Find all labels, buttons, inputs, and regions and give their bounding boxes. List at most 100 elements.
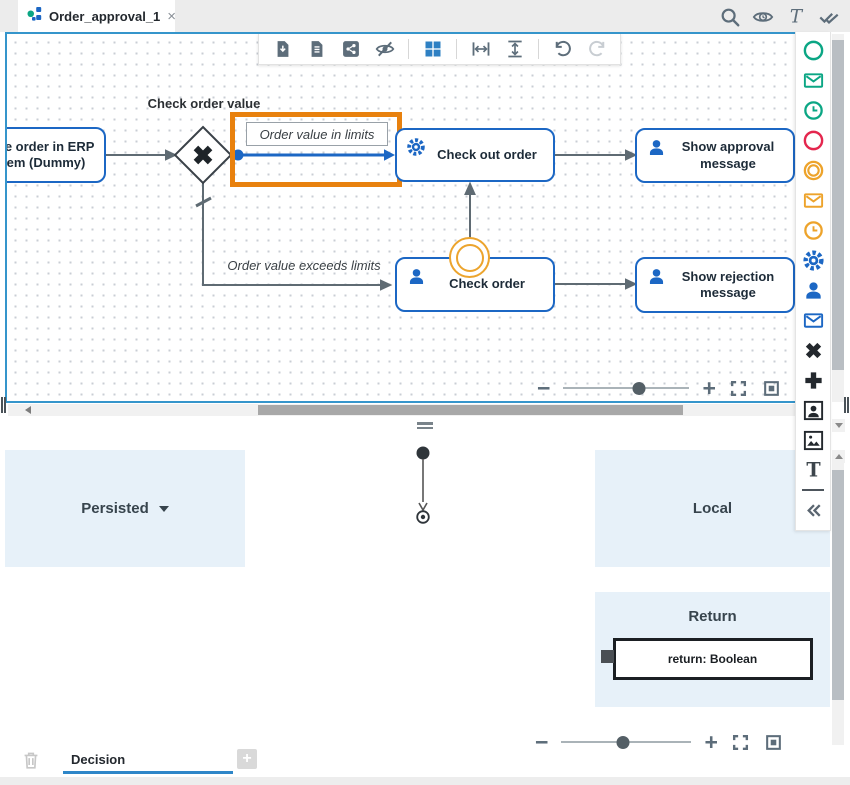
task-check-out-order-label: Check out order: [437, 146, 537, 162]
floating-toolbar: [258, 34, 621, 65]
text-tool-icon[interactable]: T: [783, 4, 809, 30]
user-task-person-icon: [646, 137, 667, 162]
left-resize-gripper[interactable]: [0, 392, 7, 418]
parallel-gateway-icon[interactable]: [798, 365, 828, 395]
header-icons: T: [717, 4, 842, 30]
persisted-dropdown[interactable]: Persisted: [5, 450, 245, 567]
boundary-intermediate-event[interactable]: [449, 237, 490, 278]
scroll-up-button[interactable]: [832, 450, 845, 463]
divider: [802, 489, 824, 491]
fit-width-icon[interactable]: [470, 39, 491, 60]
svg-text:T: T: [806, 459, 821, 482]
divider: [538, 39, 539, 59]
zoom-out-button[interactable]: −: [537, 375, 551, 401]
task-show-rejection-label: Show rejection message: [681, 268, 775, 300]
local-section: Local: [595, 450, 830, 567]
bottom-strip: [0, 777, 850, 785]
send-task-icon[interactable]: [798, 305, 828, 335]
search-icon[interactable]: [717, 4, 743, 30]
flow-gateway-to-check-order: [202, 183, 381, 286]
task-show-rejection[interactable]: Show rejection message: [635, 257, 795, 313]
persisted-label: Persisted: [81, 500, 149, 517]
tab-close-icon[interactable]: ×: [167, 7, 177, 25]
collapse-palette-icon[interactable]: [798, 495, 828, 525]
exclusive-gateway-icon[interactable]: [798, 335, 828, 365]
timer-start-event-icon[interactable]: [798, 95, 828, 125]
right-resize-gripper[interactable]: [843, 392, 850, 418]
canvas-zoom-controls: − +: [537, 375, 782, 401]
validate-icon[interactable]: [816, 4, 842, 30]
service-task-icon[interactable]: [798, 245, 828, 275]
export-download-icon[interactable]: [272, 39, 293, 60]
mapping-connector[interactable]: [408, 444, 438, 528]
panel-zoom-controls: − +: [535, 729, 784, 755]
tab-decision[interactable]: Decision: [63, 747, 233, 774]
zoom-slider[interactable]: [563, 381, 690, 395]
diagram-connectors: [106, 125, 638, 291]
tab-title: Order_approval_1: [49, 8, 161, 24]
panel-resize-handle[interactable]: [417, 422, 433, 430]
boundary-event-inner-ring: [455, 243, 484, 272]
flow-exceeds-limits-label[interactable]: Order value exceeds limits: [227, 258, 381, 273]
return-title: Return: [688, 608, 737, 625]
versions-preview-icon[interactable]: [750, 4, 776, 30]
scroll-left-button[interactable]: [22, 405, 34, 415]
default-flow-marker: [195, 196, 212, 208]
zoom-slider-handle[interactable]: [632, 381, 646, 395]
panel-vscrollbar-handle[interactable]: [832, 470, 844, 700]
zoom-slider[interactable]: [561, 735, 692, 749]
zoom-in-button[interactable]: +: [704, 729, 718, 755]
image-icon[interactable]: [798, 425, 828, 455]
zoom-in-button[interactable]: +: [702, 375, 716, 401]
task-create-order-label: Create order in ERP system (Dummy): [5, 138, 95, 170]
bpmn-canvas[interactable]: Check order value Order value in limits …: [5, 32, 831, 403]
add-tab-button[interactable]: +: [237, 749, 257, 769]
return-connector-port[interactable]: [601, 650, 614, 663]
task-check-order-label: Check order: [449, 276, 525, 292]
tab-decision-label: Decision: [71, 752, 126, 767]
fullscreen-icon[interactable]: [731, 732, 751, 752]
flow-in-limits-label[interactable]: Order value in limits: [246, 122, 388, 146]
start-event-icon[interactable]: [798, 35, 828, 65]
task-create-order[interactable]: Create order in ERP system (Dummy): [5, 127, 106, 183]
task-show-approval-label: Show approval message: [681, 139, 775, 171]
message-start-event-icon[interactable]: [798, 65, 828, 95]
fit-to-screen-icon[interactable]: [764, 732, 784, 752]
task-check-out-order[interactable]: Check out order: [395, 128, 555, 182]
canvas-vscrollbar-handle[interactable]: [832, 40, 844, 370]
timer-intermediate-event-icon[interactable]: [798, 215, 828, 245]
export-document-icon[interactable]: [306, 39, 327, 60]
user-image-icon[interactable]: [798, 395, 828, 425]
user-task-person-icon: [646, 266, 667, 291]
redo-icon[interactable]: [586, 39, 607, 60]
divider: [408, 39, 409, 59]
message-intermediate-event-icon[interactable]: [798, 185, 828, 215]
intermediate-event-icon[interactable]: [798, 155, 828, 185]
user-task-person-icon: [406, 266, 427, 291]
end-event-icon[interactable]: [798, 125, 828, 155]
zoom-out-button[interactable]: −: [535, 729, 549, 755]
fit-height-icon[interactable]: [504, 39, 525, 60]
hide-details-icon[interactable]: [374, 39, 395, 60]
user-task-icon[interactable]: [798, 275, 828, 305]
fit-to-screen-icon[interactable]: [762, 378, 782, 398]
local-label: Local: [692, 500, 733, 517]
return-section: Return return: Boolean: [595, 592, 830, 707]
zoom-slider-handle[interactable]: [616, 735, 630, 749]
text-annotation-icon[interactable]: T: [798, 455, 828, 485]
return-field[interactable]: return: Boolean: [612, 638, 813, 680]
auto-layout-icon[interactable]: [422, 39, 443, 60]
fullscreen-icon[interactable]: [729, 378, 749, 398]
share-icon[interactable]: [340, 39, 361, 60]
divider: [456, 39, 457, 59]
trash-icon[interactable]: [20, 749, 42, 771]
gateway-x-icon: [193, 145, 213, 165]
tab-active-underline: [63, 771, 233, 774]
service-task-gear-icon: [406, 137, 426, 161]
canvas-hscrollbar-handle[interactable]: [258, 405, 683, 415]
undo-icon[interactable]: [552, 39, 573, 60]
task-show-approval[interactable]: Show approval message: [635, 128, 795, 183]
tab-order-approval[interactable]: Order_approval_1 ×: [18, 0, 177, 32]
scroll-down-button[interactable]: [832, 419, 845, 432]
